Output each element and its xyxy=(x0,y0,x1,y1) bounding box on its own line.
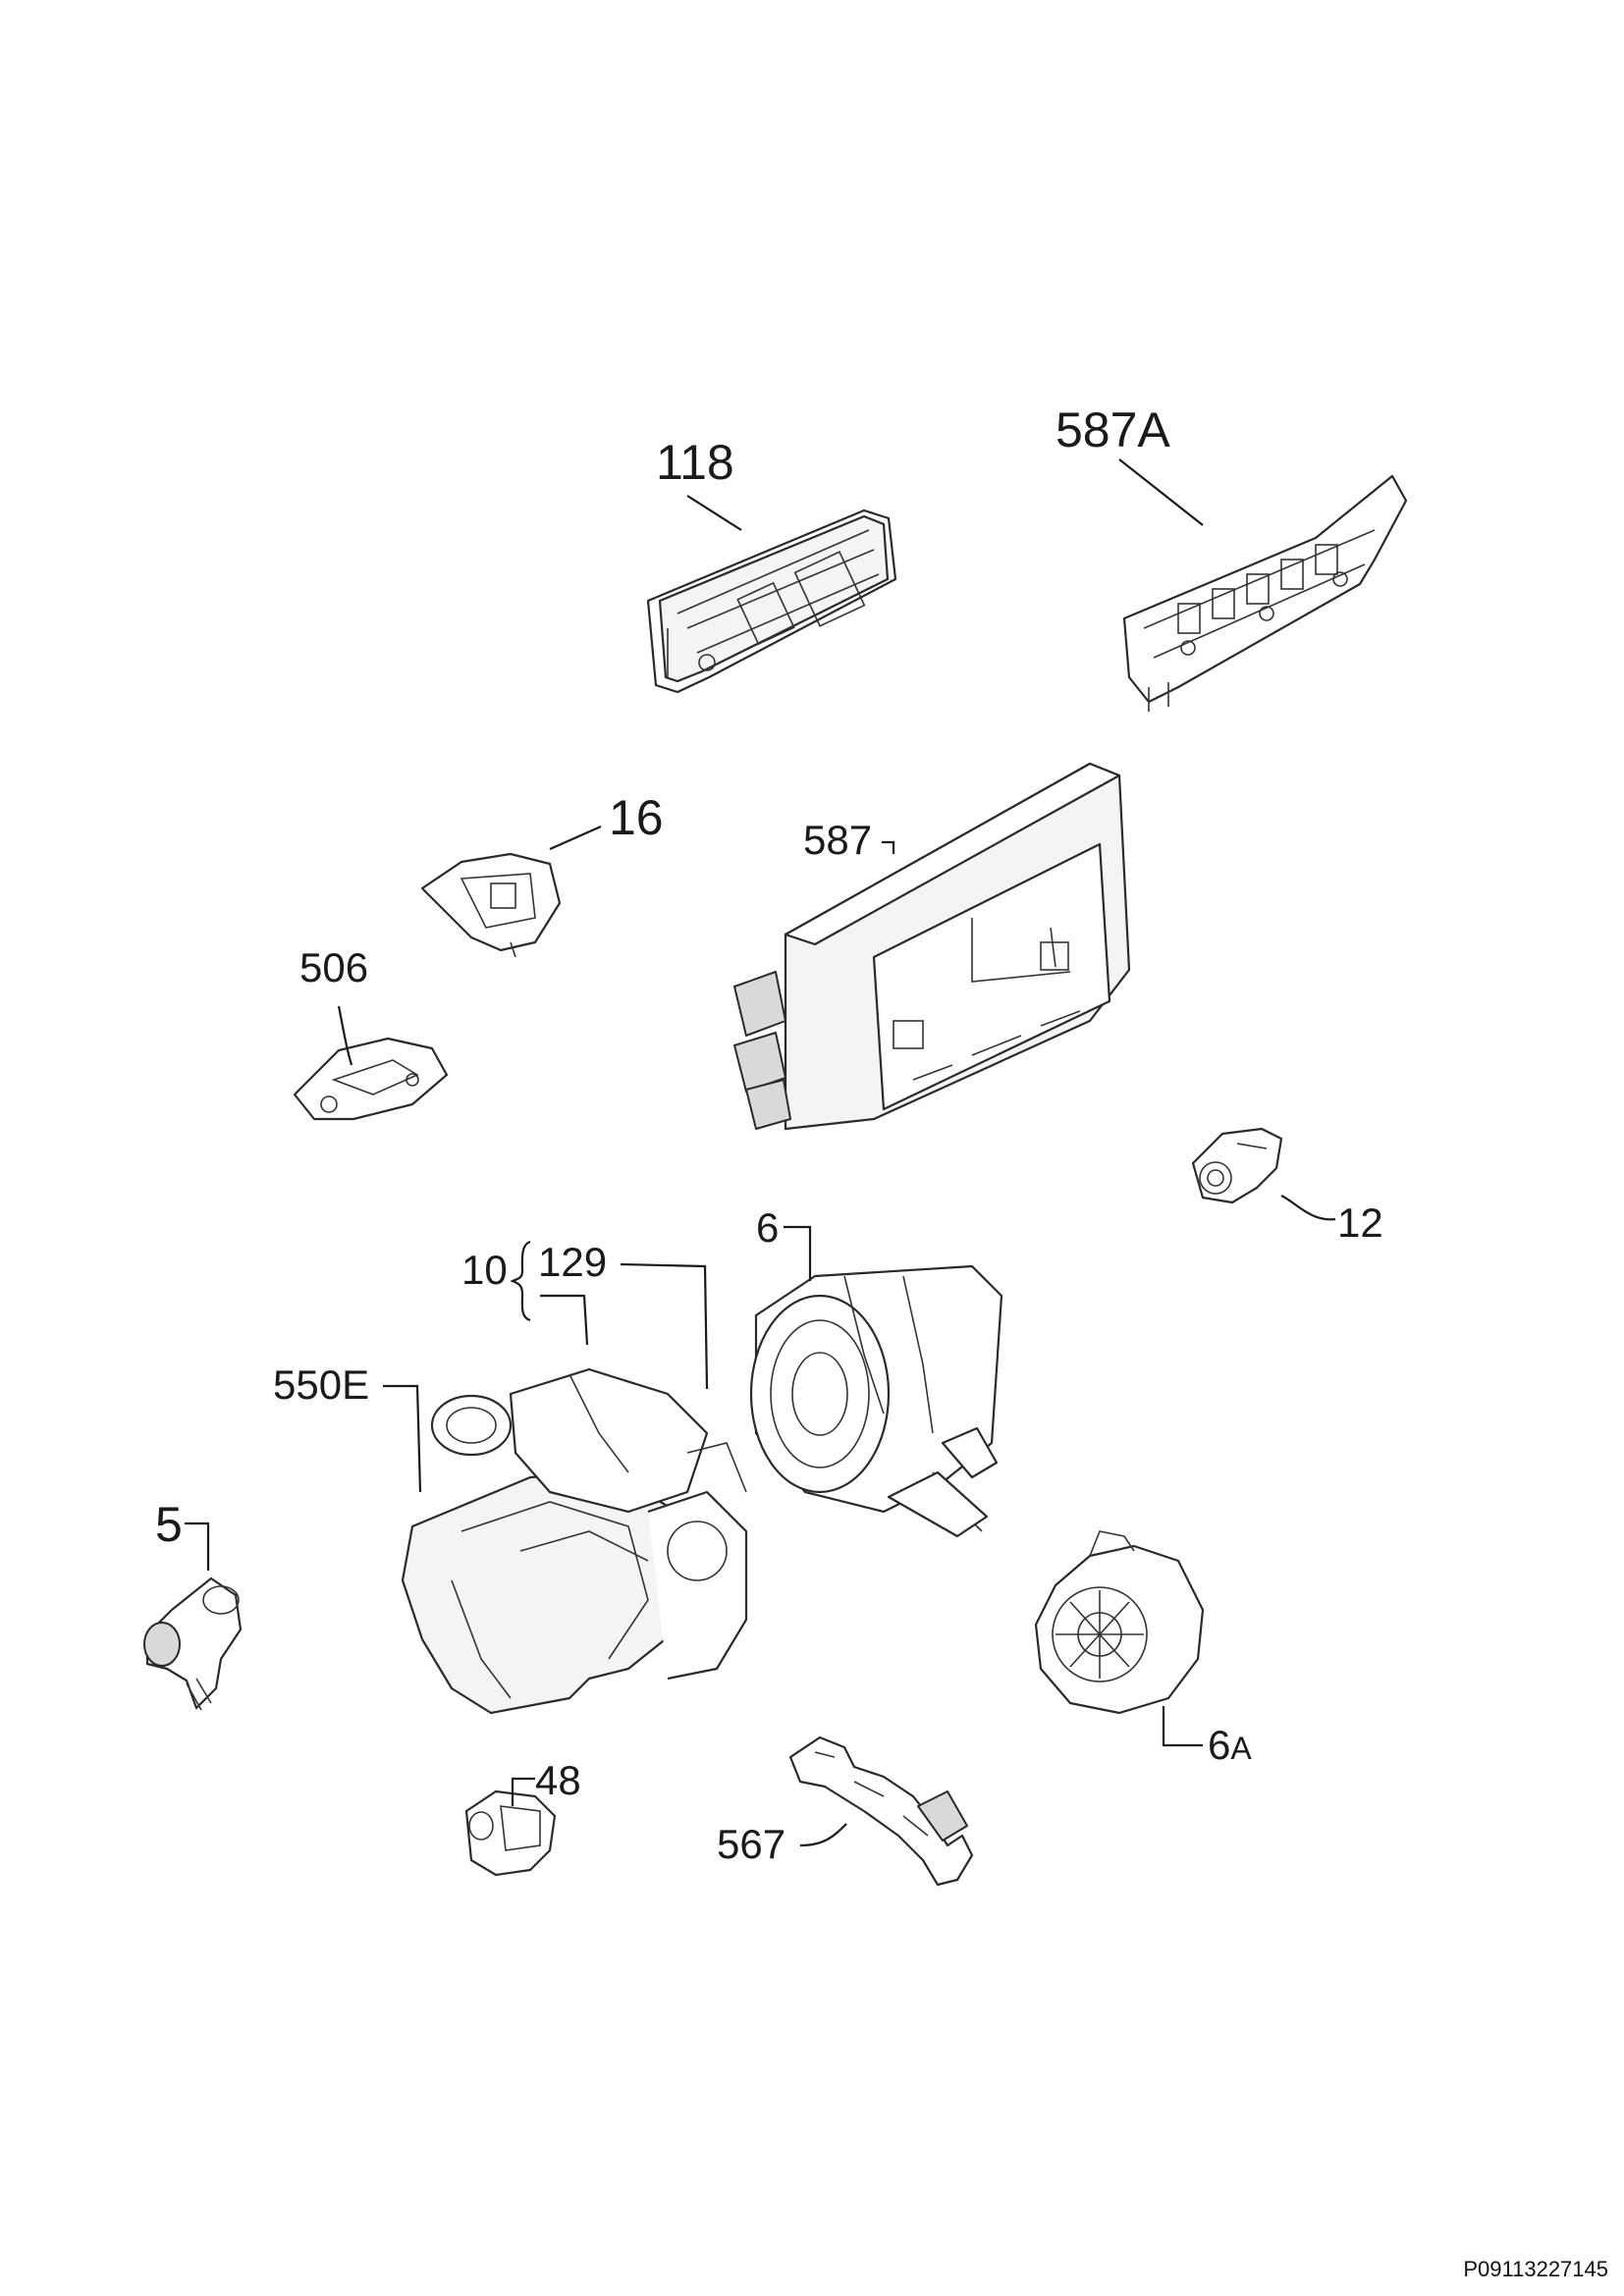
leader-118 xyxy=(686,495,742,531)
leader-6A xyxy=(1162,1706,1203,1747)
leader-48 xyxy=(511,1777,535,1806)
callout-12: 12 xyxy=(1337,1200,1383,1246)
callout-118: 118 xyxy=(656,435,734,490)
callout-587A: 587A xyxy=(1056,402,1170,457)
callout-129: 129 xyxy=(538,1239,607,1285)
leader-587A xyxy=(1118,458,1204,526)
part-48-pressure-switch xyxy=(464,1789,557,1877)
leader-567 xyxy=(799,1823,847,1847)
callout-550E: 550E xyxy=(273,1362,369,1408)
part-12-sensor xyxy=(1191,1127,1283,1204)
callout-567: 567 xyxy=(717,1821,785,1867)
callout-506: 506 xyxy=(299,944,368,990)
leader-129-pipe xyxy=(540,1294,589,1346)
group-brace-10 xyxy=(510,1240,531,1322)
callout-10: 10 xyxy=(461,1247,508,1293)
leader-16 xyxy=(549,825,602,851)
part-506-sensor xyxy=(293,1037,449,1121)
document-code: P09113227145 xyxy=(1463,2257,1608,2281)
leader-5 xyxy=(185,1522,210,1571)
leader-129-hose xyxy=(620,1262,709,1390)
leader-12 xyxy=(1280,1195,1336,1221)
callout-16: 16 xyxy=(609,790,664,845)
leader-550E xyxy=(383,1384,422,1493)
part-587-control-unit xyxy=(733,762,1131,1131)
leader-506 xyxy=(337,1005,353,1066)
callout-6A: 6A xyxy=(1208,1722,1252,1768)
part-567-wire-harness xyxy=(788,1735,974,1887)
part-6-circulation-pump xyxy=(749,1264,1003,1538)
callout-5: 5 xyxy=(155,1497,183,1552)
callout-587: 587 xyxy=(803,817,872,863)
leader-6 xyxy=(784,1225,812,1281)
part-587A-display-board xyxy=(1122,474,1408,712)
callout-48: 48 xyxy=(535,1757,581,1803)
part-6A-drain-pump xyxy=(1034,1530,1205,1715)
callout-6: 6 xyxy=(756,1204,779,1251)
part-5-inlet-valve xyxy=(143,1576,243,1711)
leader-587 xyxy=(882,840,895,854)
part-16-door-lock xyxy=(420,852,562,958)
part-550E-pump-housing xyxy=(401,1367,748,1715)
part-118-control-module xyxy=(646,508,897,694)
